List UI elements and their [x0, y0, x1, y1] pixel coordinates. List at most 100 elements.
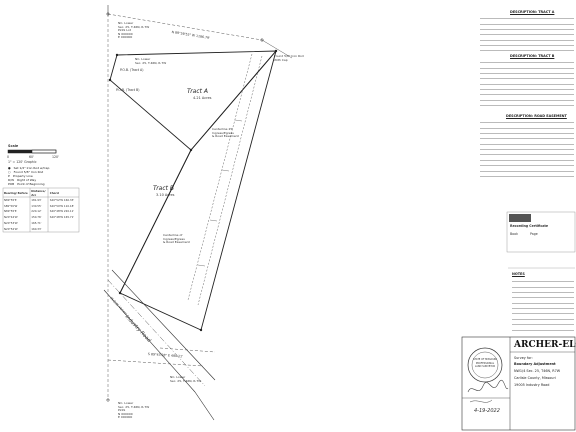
line-table-cell: S20°50'W 110.18' — [49, 203, 75, 208]
scale-tick-1: 60' — [29, 155, 34, 159]
desc-paragraph-2 — [480, 59, 574, 111]
corner-marker — [106, 398, 110, 402]
recording-book: Book — [510, 232, 518, 236]
legend: ●Set 1/2" Iron Rod w/Cap ○Found 5/8" Iro… — [8, 166, 68, 186]
corner-note-se: NC. Lower Sec. 25, T.46N, R.7W — [170, 375, 202, 383]
corner-note-sw: NC. Lower Sec. 25, T.46N, R.7W PLSS N 00… — [118, 401, 150, 420]
legend-item: ●Set 1/2" Iron Rod w/Cap — [8, 166, 68, 170]
easement-ticks — [197, 119, 243, 267]
tb-section: NW1/4 Sec. 25, T46N, R7W — [514, 369, 561, 373]
road-edge-north — [111, 269, 216, 381]
scale-label: Scale — [8, 144, 19, 148]
signature-scribble — [467, 379, 509, 393]
corner-marker — [108, 78, 112, 82]
ne-tie — [261, 39, 293, 59]
notes-title: NOTES — [512, 272, 525, 276]
road-extension — [194, 391, 215, 421]
tract-b-acres: 3.10 Acres — [156, 193, 175, 197]
callout-easement-2: Centerline of Ingress/Egress & Road Ease… — [163, 233, 190, 245]
line-table-row: N89°55'E 181.93' S20°52'W 160.33' — [3, 197, 79, 203]
tb-survey-for: Survey for: — [514, 356, 533, 360]
seal-text: STATE OF MISSOURI PROFESSIONAL LAND SURV… — [473, 358, 497, 369]
line-table-cell: N89°55'E — [4, 197, 17, 202]
legend-symbol: ○ — [8, 170, 11, 174]
corner-marker — [189, 148, 193, 152]
scale-sub: 1" = 120' Graphic — [8, 160, 37, 164]
recording-stamp — [509, 214, 531, 222]
easement-line-1 — [187, 53, 253, 301]
corner-marker — [118, 291, 122, 295]
line-table-cell: N20°52'W — [4, 226, 18, 231]
corner-marker — [199, 328, 203, 332]
corner-marker — [274, 49, 278, 53]
corner-marker — [106, 12, 110, 16]
line-table-cell: N89°55'E — [4, 209, 17, 214]
line-table-cell: 160.33' — [31, 226, 42, 231]
line-table-cell: S20°52'W 160.33' — [49, 197, 75, 202]
legend-text: Point of Beginning — [17, 182, 45, 186]
corner-marker — [260, 38, 264, 42]
pob-tract-b: P.O.B. (Tract B) — [116, 88, 140, 92]
legend-symbol: POB — [8, 182, 15, 186]
line-table-cell: 150.76' — [31, 215, 42, 220]
recording-certificate: Recording Certificate — [510, 224, 549, 228]
line-table-row: N20°53'W 165.71' — [3, 220, 79, 226]
legend-symbol: ● — [8, 166, 11, 170]
callout-easement-1: Centerline 25' Ingress/Egress & Road Eas… — [212, 127, 239, 139]
line-table-cell: N20°53'W — [4, 221, 18, 226]
recording-box — [506, 211, 576, 253]
desc-title-tract-b: DESCRIPTION: TRACT B — [510, 54, 555, 58]
line-table-cell: S20°48'W 220.11' — [49, 209, 75, 214]
tract-a-label: Tract A — [187, 88, 209, 95]
desc-paragraph-3 — [480, 119, 574, 177]
tb-county: Carlisle County, Missouri — [514, 376, 556, 380]
firm-name: ARCHER-ELGIN — [514, 340, 576, 350]
corner-note-nw: NC. Lower Sec. 25, T.46N, R.7W PLSS Lot … — [118, 21, 150, 40]
scale-bar — [7, 149, 57, 154]
legend-text: Found 5/8" Iron Rod — [13, 170, 44, 174]
tb-address: 19005 Industry Road — [514, 383, 550, 387]
scale-tick-2: 120' — [52, 155, 59, 159]
legend-symbol: P — [8, 174, 10, 178]
desc-paragraph-1 — [480, 15, 574, 51]
south-tie-line-2 — [159, 347, 216, 353]
legend-symbol: R/W — [8, 178, 15, 182]
road-edge-south — [103, 289, 196, 393]
line-table-cell: N20°44'W — [4, 215, 18, 220]
corner-marker — [115, 53, 119, 57]
corner-note-nw-2: NC. Lower Sec. 25, T.46N, R.7W — [135, 57, 167, 65]
line-table-cell: 130.55' — [31, 203, 42, 208]
recording-page: Page — [530, 232, 538, 236]
easement-line-2 — [197, 55, 263, 306]
tract-a-boundary — [109, 50, 278, 151]
line-table-header-cell: Chord — [49, 190, 59, 195]
line-table-cell: 181.93' — [31, 197, 42, 202]
legend-text: Property Line — [12, 174, 33, 178]
surveyor-seal — [467, 347, 503, 383]
line-table-cell: 220.12' — [31, 209, 42, 214]
line-table-row: N89°55'E 220.12' S20°48'W 220.11' — [3, 209, 79, 215]
legend-text: Set 1/2" Iron Rod w/Cap — [13, 166, 50, 170]
tract-a-acres: 4.21 Acres — [193, 96, 212, 100]
pob-tract-a: P.O.B. (Tract A) — [120, 68, 144, 72]
line-table-header: Bearing/ Before Distance/ Arc Chord — [3, 188, 79, 197]
desc-title-tract-a: DESCRIPTION: TRACT A — [510, 10, 555, 14]
line-table-frame — [2, 187, 80, 233]
south-tie-line — [107, 359, 204, 367]
tract-b-label: Tract B — [153, 185, 175, 192]
legend-item: ○Found 5/8" Iron Rod — [8, 170, 68, 174]
callout-iron-rod: Found 5/8" Iron Rod With Cap — [274, 54, 304, 62]
line-table: Bearing/ Before Distance/ Arc Chord N89°… — [3, 188, 79, 232]
line-table-header-cell: Bearing/ Before — [4, 190, 28, 195]
legend-text: Right of Way — [17, 178, 37, 182]
title-block-frame — [461, 336, 576, 431]
line-table-cell: 165.71' — [31, 221, 42, 226]
line-table-row: N20°52'W 160.33' — [3, 226, 79, 232]
tb-survey-type: Boundary Adjustment — [514, 362, 556, 366]
tract-divider — [119, 149, 192, 294]
